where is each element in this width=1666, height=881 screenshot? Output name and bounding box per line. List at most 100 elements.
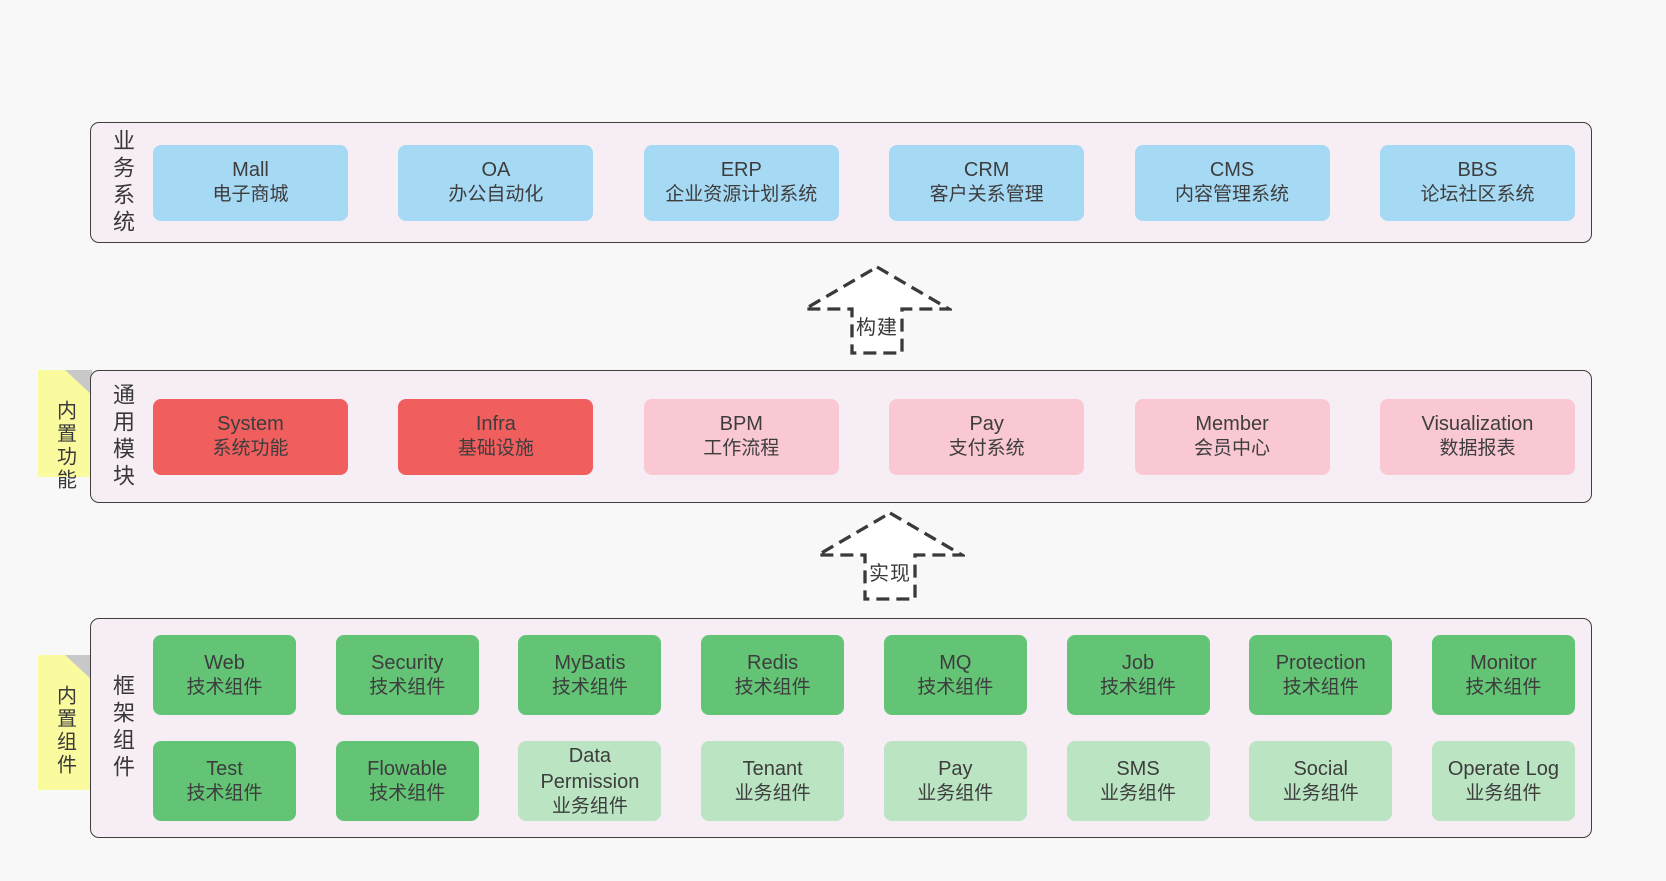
box-title: Mall — [232, 159, 269, 182]
layer-label-text: 通用模块 — [110, 382, 135, 491]
box-title: Job — [1121, 651, 1155, 674]
box-subtitle: 客户关系管理 — [929, 184, 1044, 206]
box-subtitle: 技术组件 — [369, 676, 446, 698]
box-title: Member — [1195, 413, 1269, 436]
dashed-up-arrow-icon — [802, 265, 952, 355]
box-subtitle: 业务组件 — [1282, 782, 1359, 804]
box-subtitle: 系统功能 — [212, 438, 289, 460]
box-subtitle: 技术组件 — [917, 676, 994, 698]
arrow-label: 构建 — [856, 317, 898, 339]
box-subtitle: 业务组件 — [734, 782, 811, 804]
box-subtitle: 支付系统 — [948, 438, 1025, 460]
box-subtitle: 业务组件 — [551, 795, 628, 817]
build-arrow: 构建 — [802, 264, 952, 356]
box-subtitle: 电子商城 — [212, 184, 289, 206]
box-subtitle: 数据报表 — [1439, 438, 1516, 460]
box-title: MyBatis — [554, 651, 626, 674]
box-title: ERP — [720, 159, 762, 182]
box-title: Flowable — [367, 757, 448, 780]
box-subtitle: 工作流程 — [703, 438, 780, 460]
box-title: BBS — [1457, 159, 1498, 182]
dashed-up-arrow-icon — [815, 511, 965, 601]
box-title: MQ — [939, 651, 972, 674]
box-subtitle: 技术组件 — [1465, 676, 1542, 698]
box-title: Operate Log — [1447, 757, 1560, 780]
box-subtitle: 办公自动化 — [448, 184, 544, 206]
box-title: OA — [481, 159, 511, 182]
box-title: Infra — [475, 413, 516, 436]
box-title: SMS — [1116, 757, 1160, 780]
box-title: Protection — [1275, 651, 1366, 674]
box-subtitle: 业务组件 — [1100, 782, 1177, 804]
box-title: BPM — [719, 413, 763, 436]
sticky-note-builtin-components: 内置组件 — [38, 655, 92, 790]
box-title: Monitor — [1470, 651, 1537, 674]
box-subtitle: 论坛社区系统 — [1420, 184, 1535, 206]
box-subtitle: 业务组件 — [917, 782, 994, 804]
box-subtitle: 业务组件 — [1465, 782, 1542, 804]
box-title: Web — [204, 651, 245, 674]
box-title: Social — [1293, 757, 1348, 780]
box-title: Pay — [969, 413, 1004, 436]
box-subtitle: 基础设施 — [457, 438, 534, 460]
box-title: Pay — [938, 757, 973, 780]
box-title: Security — [371, 651, 444, 674]
arrow-label: 实现 — [869, 563, 911, 585]
box-subtitle: 技术组件 — [186, 676, 263, 698]
box-title: Visualization — [1421, 413, 1534, 436]
box-subtitle: 技术组件 — [551, 676, 628, 698]
sticky-note-builtin-features: 内置功能 — [38, 370, 92, 492]
layer-label: 框架组件 — [91, 619, 153, 837]
box-title: CMS — [1209, 159, 1255, 182]
box-subtitle: 内容管理系统 — [1175, 184, 1290, 206]
box-title: Test — [206, 757, 243, 780]
implement-arrow: 实现 — [815, 510, 965, 602]
box-subtitle: 技术组件 — [1100, 676, 1177, 698]
box-subtitle: 技术组件 — [734, 676, 811, 698]
sticky-label: 内置组件 — [53, 685, 76, 777]
box-subtitle: 会员中心 — [1194, 438, 1271, 460]
box-title: Redis — [747, 651, 799, 674]
box-title: System — [217, 413, 284, 436]
layer-label-text: 业务系统 — [110, 128, 135, 237]
layer-label-text: 框架组件 — [110, 674, 135, 782]
box-subtitle: 技术组件 — [186, 782, 263, 804]
box-title: CRM — [963, 159, 1010, 182]
sticky-fold-icon — [65, 370, 92, 395]
box-subtitle: 企业资源计划系统 — [665, 184, 818, 206]
layer-label: 通用模块 — [91, 371, 153, 502]
